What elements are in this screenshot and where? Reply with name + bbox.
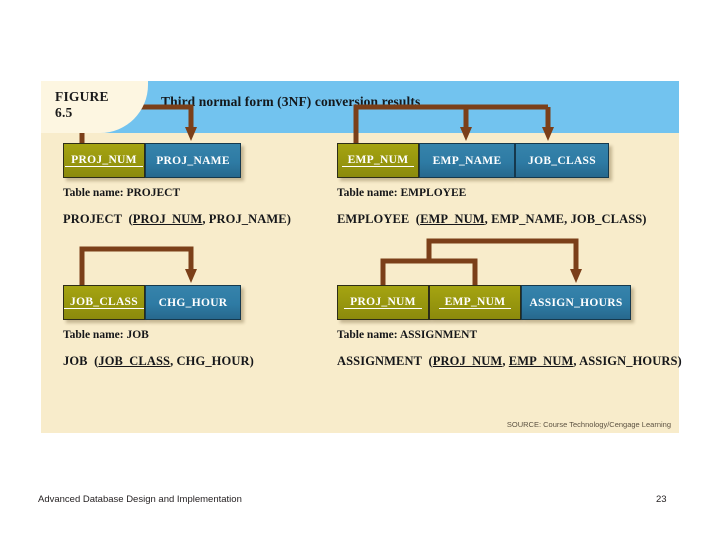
footer-title: Advanced Database Design and Implementat…: [38, 494, 242, 505]
attribute-emp-name[interactable]: EMP_NAME: [419, 143, 515, 178]
dependency-arrows-job: [79, 246, 197, 285]
relation-name-project: PROJECT: [63, 212, 123, 226]
relation-project: PROJECT (PROJ_NUM, PROJ_NAME): [63, 212, 292, 226]
figure-number: 6.5: [55, 105, 73, 121]
attribute-proj-num-assign[interactable]: PROJ_NUM: [337, 285, 429, 320]
relation-pk2-assignment: EMP_NUM: [508, 354, 574, 368]
figure-label: FIGURE: [55, 89, 109, 104]
footer-page-number: 23: [656, 494, 667, 505]
dependency-arrows-assignment: [380, 238, 582, 285]
attribute-assign-hours[interactable]: ASSIGN_HOURS: [521, 285, 631, 320]
relation-rest-job: , CHG_HOUR): [170, 354, 254, 368]
entity-employee: EMP_NUM EMP_NAME JOB_CLASS: [337, 143, 647, 178]
relation-pk-assignment: PROJ_NUM: [432, 354, 503, 368]
entity-assignment: PROJ_NUM EMP_NUM ASSIGN_HOURS: [337, 285, 682, 320]
dependency-arrows-employee: [353, 104, 554, 143]
table-name-project: Table name: PROJECT: [63, 187, 181, 199]
relation-pk-job: JOB_CLASS: [98, 354, 171, 368]
attribute-chg-hour[interactable]: CHG_HOUR: [145, 285, 241, 320]
table-block-assignment: PROJ_NUM EMP_NUM ASSIGN_HOURS Table name…: [337, 238, 682, 369]
figure-panel: FIGURE 6.5 Third normal form (3NF) conve…: [41, 81, 682, 433]
relation-rest-employee: , EMP_NAME, JOB_CLASS): [484, 212, 647, 226]
relation-pk-employee: EMP_NUM: [420, 212, 485, 226]
relation-name-employee: EMPLOYEE: [337, 212, 410, 226]
entity-project: PROJ_NUM PROJ_NAME: [63, 143, 291, 178]
relation-name-assignment: ASSIGNMENT: [337, 354, 423, 368]
relation-employee: EMPLOYEE (EMP_NUM, EMP_NAME, JOB_CLASS): [337, 212, 647, 226]
relation-job: JOB (JOB_CLASS, CHG_HOUR): [63, 354, 254, 368]
source-note: SOURCE: Course Technology/Cengage Learni…: [506, 420, 671, 429]
attribute-job-class[interactable]: JOB_CLASS: [63, 285, 145, 320]
relation-assignment: ASSIGNMENT (PROJ_NUM, EMP_NUM, ASSIGN_HO…: [337, 354, 682, 368]
attribute-emp-num-assign[interactable]: EMP_NUM: [429, 285, 521, 320]
relation-name-job: JOB: [63, 354, 88, 368]
attribute-emp-num[interactable]: EMP_NUM: [337, 143, 419, 178]
attribute-proj-name[interactable]: PROJ_NAME: [145, 143, 241, 178]
table-block-job: JOB_CLASS CHG_HOUR Table name: JOB JOB (…: [63, 246, 254, 369]
entity-job: JOB_CLASS CHG_HOUR: [63, 285, 254, 320]
table-name-assignment: Table name: ASSIGNMENT: [337, 329, 478, 341]
relation-rest-project: , PROJ_NAME): [202, 212, 292, 226]
table-name-job: Table name: JOB: [63, 329, 149, 341]
table-name-employee: Table name: EMPLOYEE: [337, 187, 467, 199]
table-block-employee: EMP_NUM EMP_NAME JOB_CLASS Table name: E…: [337, 104, 647, 227]
relation-pk-project: PROJ_NUM: [132, 212, 203, 226]
attribute-job-class-emp[interactable]: JOB_CLASS: [515, 143, 609, 178]
attribute-proj-num[interactable]: PROJ_NUM: [63, 143, 145, 178]
relation-rest-assignment: , ASSIGN_HOURS): [573, 354, 682, 368]
figure-number-text: FIGURE 6.5: [55, 89, 109, 122]
table-block-project: PROJ_NUM PROJ_NAME Table name: PROJECT P…: [63, 104, 292, 227]
